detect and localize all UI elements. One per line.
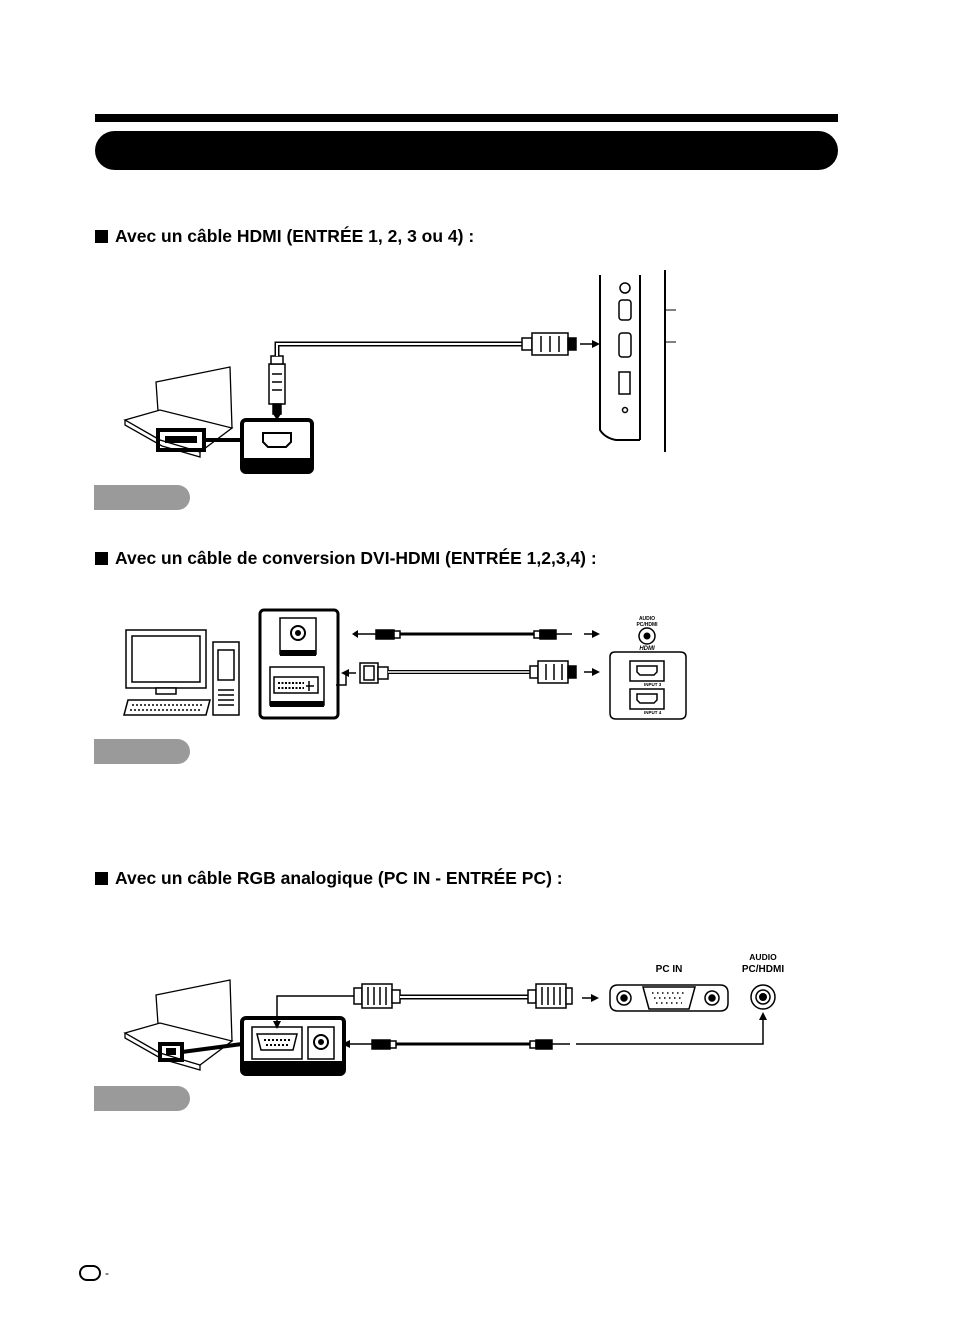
hdmi-cable [274,341,522,356]
arrow-to-tv [592,340,600,348]
audio-arrow-to-pc [352,630,358,638]
hdmi-plug-horizontal [521,332,577,356]
note-tab-3 [94,1086,190,1111]
audio-out-jack-icon [290,625,306,641]
page-number-mark: - [79,1265,109,1281]
language-badge-icon [79,1265,101,1281]
hdmi-plug-vertical [268,355,286,415]
vga-arrow-to-pc [273,1021,281,1029]
audio-label: AUDIO [749,952,777,962]
rgb-connection-diagram: PC IN AUDIO PC/HDMI [123,952,784,1076]
tv-hdmi-port-icon [636,665,658,676]
vga-port-icon [256,1033,298,1051]
heading-hdmi: Avec un câble HDMI (ENTRÉE 1, 2, 3 ou 4)… [95,226,474,247]
dvi-plug [359,662,389,684]
audio-arrow-to-tv [592,630,600,638]
note-tab-1 [94,485,190,510]
hdmi-logo: HDMI [639,646,655,652]
audio-plug-right [533,629,572,640]
vga-plug-right [527,983,573,1009]
audio-sublabel: PC/HDMI [742,964,784,975]
dvi-port-icon [273,676,319,694]
bullet-square-icon [95,552,108,565]
bullet-square-icon [95,872,108,885]
vga-arrow-to-tv [591,994,599,1002]
heading-rgb-text: Avec un câble RGB analogique (PC IN - EN… [115,868,563,888]
audio-sublabel: PC/HDMI [636,622,658,628]
dvi-hdmi-connection-diagram: AUDIO PC/HDMI HDMI INPUT 3 INPUT 4 [123,608,687,720]
heading-rgb: Avec un câble RGB analogique (PC IN - EN… [95,868,563,889]
desktop-computer-icon [123,629,240,716]
tv-hdmi-port-icon [636,693,658,704]
note-tab-2 [94,739,190,764]
audio-line-to-tv [576,1017,764,1045]
section-title-bar [95,131,838,170]
audio-plug-left [364,629,401,640]
laptop-icon [123,366,234,458]
tv-terminal-panel: AUDIO PC/HDMI HDMI INPUT 3 INPUT 4 [609,616,687,720]
input-b-label: INPUT 4 [644,710,662,715]
bullet-square-icon [95,230,108,243]
top-rule [95,114,838,122]
audio-plug-right [529,1039,570,1050]
hdmi-arrow-to-tv [592,668,600,676]
laptop-icon [123,979,234,1071]
tv-side-panel [599,270,676,452]
heading-dvi-hdmi-text: Avec un câble de conversion DVI-HDMI (EN… [115,548,597,568]
heading-hdmi-text: Avec un câble HDMI (ENTRÉE 1, 2, 3 ou 4)… [115,226,475,246]
hdmi-port-icon [262,432,292,448]
laptop-port-strip [165,436,197,443]
heading-dvi-hdmi: Avec un câble de conversion DVI-HDMI (EN… [95,548,597,569]
page-dash: - [105,1266,109,1280]
audio-label: AUDIO [639,616,655,622]
audio-arrow-to-tv [759,1012,767,1020]
audio-plug-left [356,1039,397,1050]
vga-plug-left [353,983,401,1009]
audio-arrow-to-pc [342,1040,350,1048]
pc-in-label: PC IN [656,964,683,975]
laptop-audio-jack-icon [313,1034,329,1050]
hdmi-plug-tv-side [529,660,577,684]
input-a-label: INPUT 3 [644,682,662,687]
hdmi-connection-diagram [123,270,676,474]
